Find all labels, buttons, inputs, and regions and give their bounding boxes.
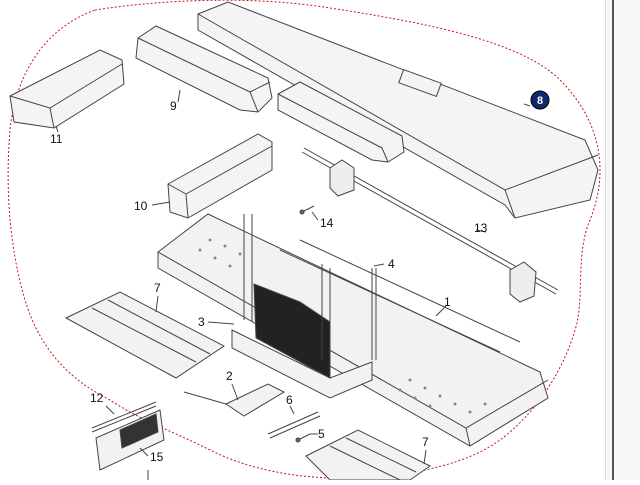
label-part-4: 4 [388,257,395,271]
label-part-13: 13 [474,221,488,235]
part-7-bottom-panel [305,429,431,481]
label-part-7-left: 7 [154,281,161,295]
part-4-pin [371,268,377,360]
label-part-7-bottom: 7 [422,435,429,449]
part-7-left-panel [64,291,225,379]
label-part-5: 5 [318,427,325,441]
part-9-cushion [135,25,273,113]
part-12-rod [91,401,157,433]
part-14-screw [299,205,315,215]
label-part-6: 6 [286,393,293,407]
part-6-rod [267,411,321,439]
label-part-8: 8 [537,95,543,107]
label-part-2: 2 [226,369,233,383]
callout-8-badge: 8 [530,90,550,110]
part-13-rod [301,147,559,303]
part-5-screw [295,433,311,443]
label-part-9: 9 [170,99,177,113]
label-part-14: 14 [320,216,334,230]
label-part-10: 10 [134,199,148,213]
leader-lines [55,89,531,465]
part-11-cushion [9,49,125,129]
label-part-15: 15 [150,450,164,464]
part-15-element [95,409,165,480]
red-boundary-outline [7,0,601,479]
label-part-1: 1 [444,295,451,309]
part-3-heater-grid [231,214,373,399]
label-part-12: 12 [90,391,104,405]
label-part-3: 3 [198,315,205,329]
window-right-edge [605,0,640,480]
part-2-bracket [183,383,286,417]
label-part-11: 11 [50,132,63,146]
window-right-border-line [612,0,614,480]
part-1-tray-frame [157,213,549,447]
part-10-cushion [167,133,273,219]
middle-cushion [277,81,405,163]
